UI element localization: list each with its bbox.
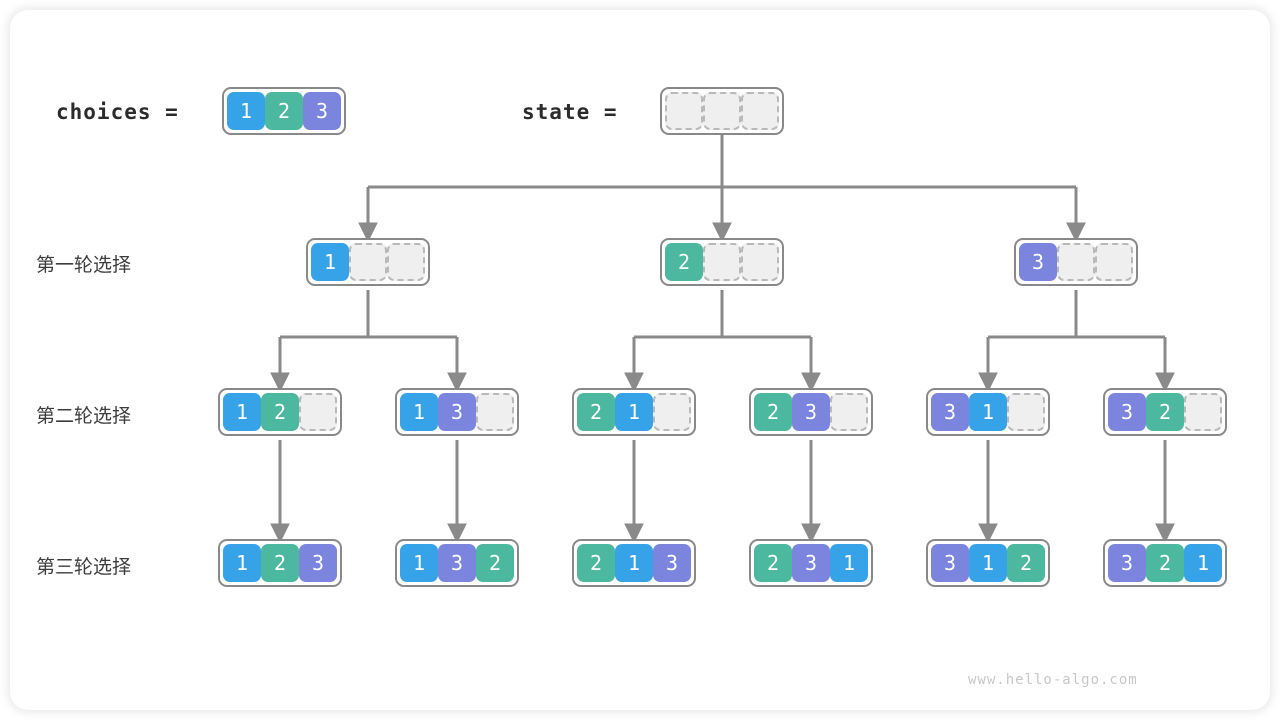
array-cell-3: 3: [303, 92, 341, 130]
array-cell-empty: [741, 92, 779, 130]
array-cell-3: 3: [931, 544, 969, 582]
array-cell-2: 2: [476, 544, 514, 582]
array-cell-2: 2: [577, 544, 615, 582]
array-cell-empty: [1184, 393, 1222, 431]
array-cell-1: 1: [969, 393, 1007, 431]
array-cell-3: 3: [792, 393, 830, 431]
array-cell-empty: [703, 92, 741, 130]
array-cell-1: 1: [969, 544, 1007, 582]
array-cell-empty: [1095, 243, 1133, 281]
diagram-card: [10, 10, 1270, 710]
node-level1-3: 3: [1014, 238, 1138, 286]
row-label-level1: 第一轮选择: [36, 255, 132, 276]
array-cell-empty: [299, 393, 337, 431]
array-cell-2: 2: [1146, 544, 1184, 582]
array-cell-2: 2: [754, 393, 792, 431]
array-cell-3: 3: [792, 544, 830, 582]
array-cell-2: 2: [754, 544, 792, 582]
array-cell-empty: [741, 243, 779, 281]
choices-label: choices =: [56, 100, 179, 124]
array-cell-3: 3: [438, 544, 476, 582]
array-cell-empty: [1007, 393, 1045, 431]
array-cell-2: 2: [577, 393, 615, 431]
array-cell-empty: [1057, 243, 1095, 281]
array-cell-3: 3: [438, 393, 476, 431]
array-cell-empty: [476, 393, 514, 431]
array-cell-3: 3: [299, 544, 337, 582]
array-cell-1: 1: [223, 393, 261, 431]
array-cell-3: 3: [1108, 393, 1146, 431]
array-cell-empty: [830, 393, 868, 431]
array-cell-2: 2: [1007, 544, 1045, 582]
array-cell-1: 1: [400, 393, 438, 431]
array-cell-1: 1: [400, 544, 438, 582]
array-cell-3: 3: [931, 393, 969, 431]
watermark: www.hello-algo.com: [968, 672, 1138, 688]
array-cell-3: 3: [1108, 544, 1146, 582]
array-cell-empty: [349, 243, 387, 281]
array-cell-2: 2: [261, 544, 299, 582]
array-cell-empty: [387, 243, 425, 281]
array-cell-1: 1: [615, 544, 653, 582]
node-level1-1: 1: [306, 238, 430, 286]
array-cell-2: 2: [665, 243, 703, 281]
state-array: [660, 87, 784, 135]
row-label-level2: 第二轮选择: [36, 406, 132, 427]
row-label-level3: 第三轮选择: [36, 557, 132, 578]
array-cell-3: 3: [1019, 243, 1057, 281]
array-cell-2: 2: [1146, 393, 1184, 431]
node-level1-2: 2: [660, 238, 784, 286]
array-cell-1: 1: [227, 92, 265, 130]
array-cell-empty: [703, 243, 741, 281]
array-cell-1: 1: [1184, 544, 1222, 582]
array-cell-2: 2: [265, 92, 303, 130]
array-cell-1: 1: [615, 393, 653, 431]
array-cell-3: 3: [653, 544, 691, 582]
array-cell-empty: [665, 92, 703, 130]
array-cell-2: 2: [261, 393, 299, 431]
array-cell-empty: [653, 393, 691, 431]
array-cell-1: 1: [830, 544, 868, 582]
state-label: state =: [522, 100, 618, 124]
array-cell-1: 1: [311, 243, 349, 281]
array-cell-1: 1: [223, 544, 261, 582]
